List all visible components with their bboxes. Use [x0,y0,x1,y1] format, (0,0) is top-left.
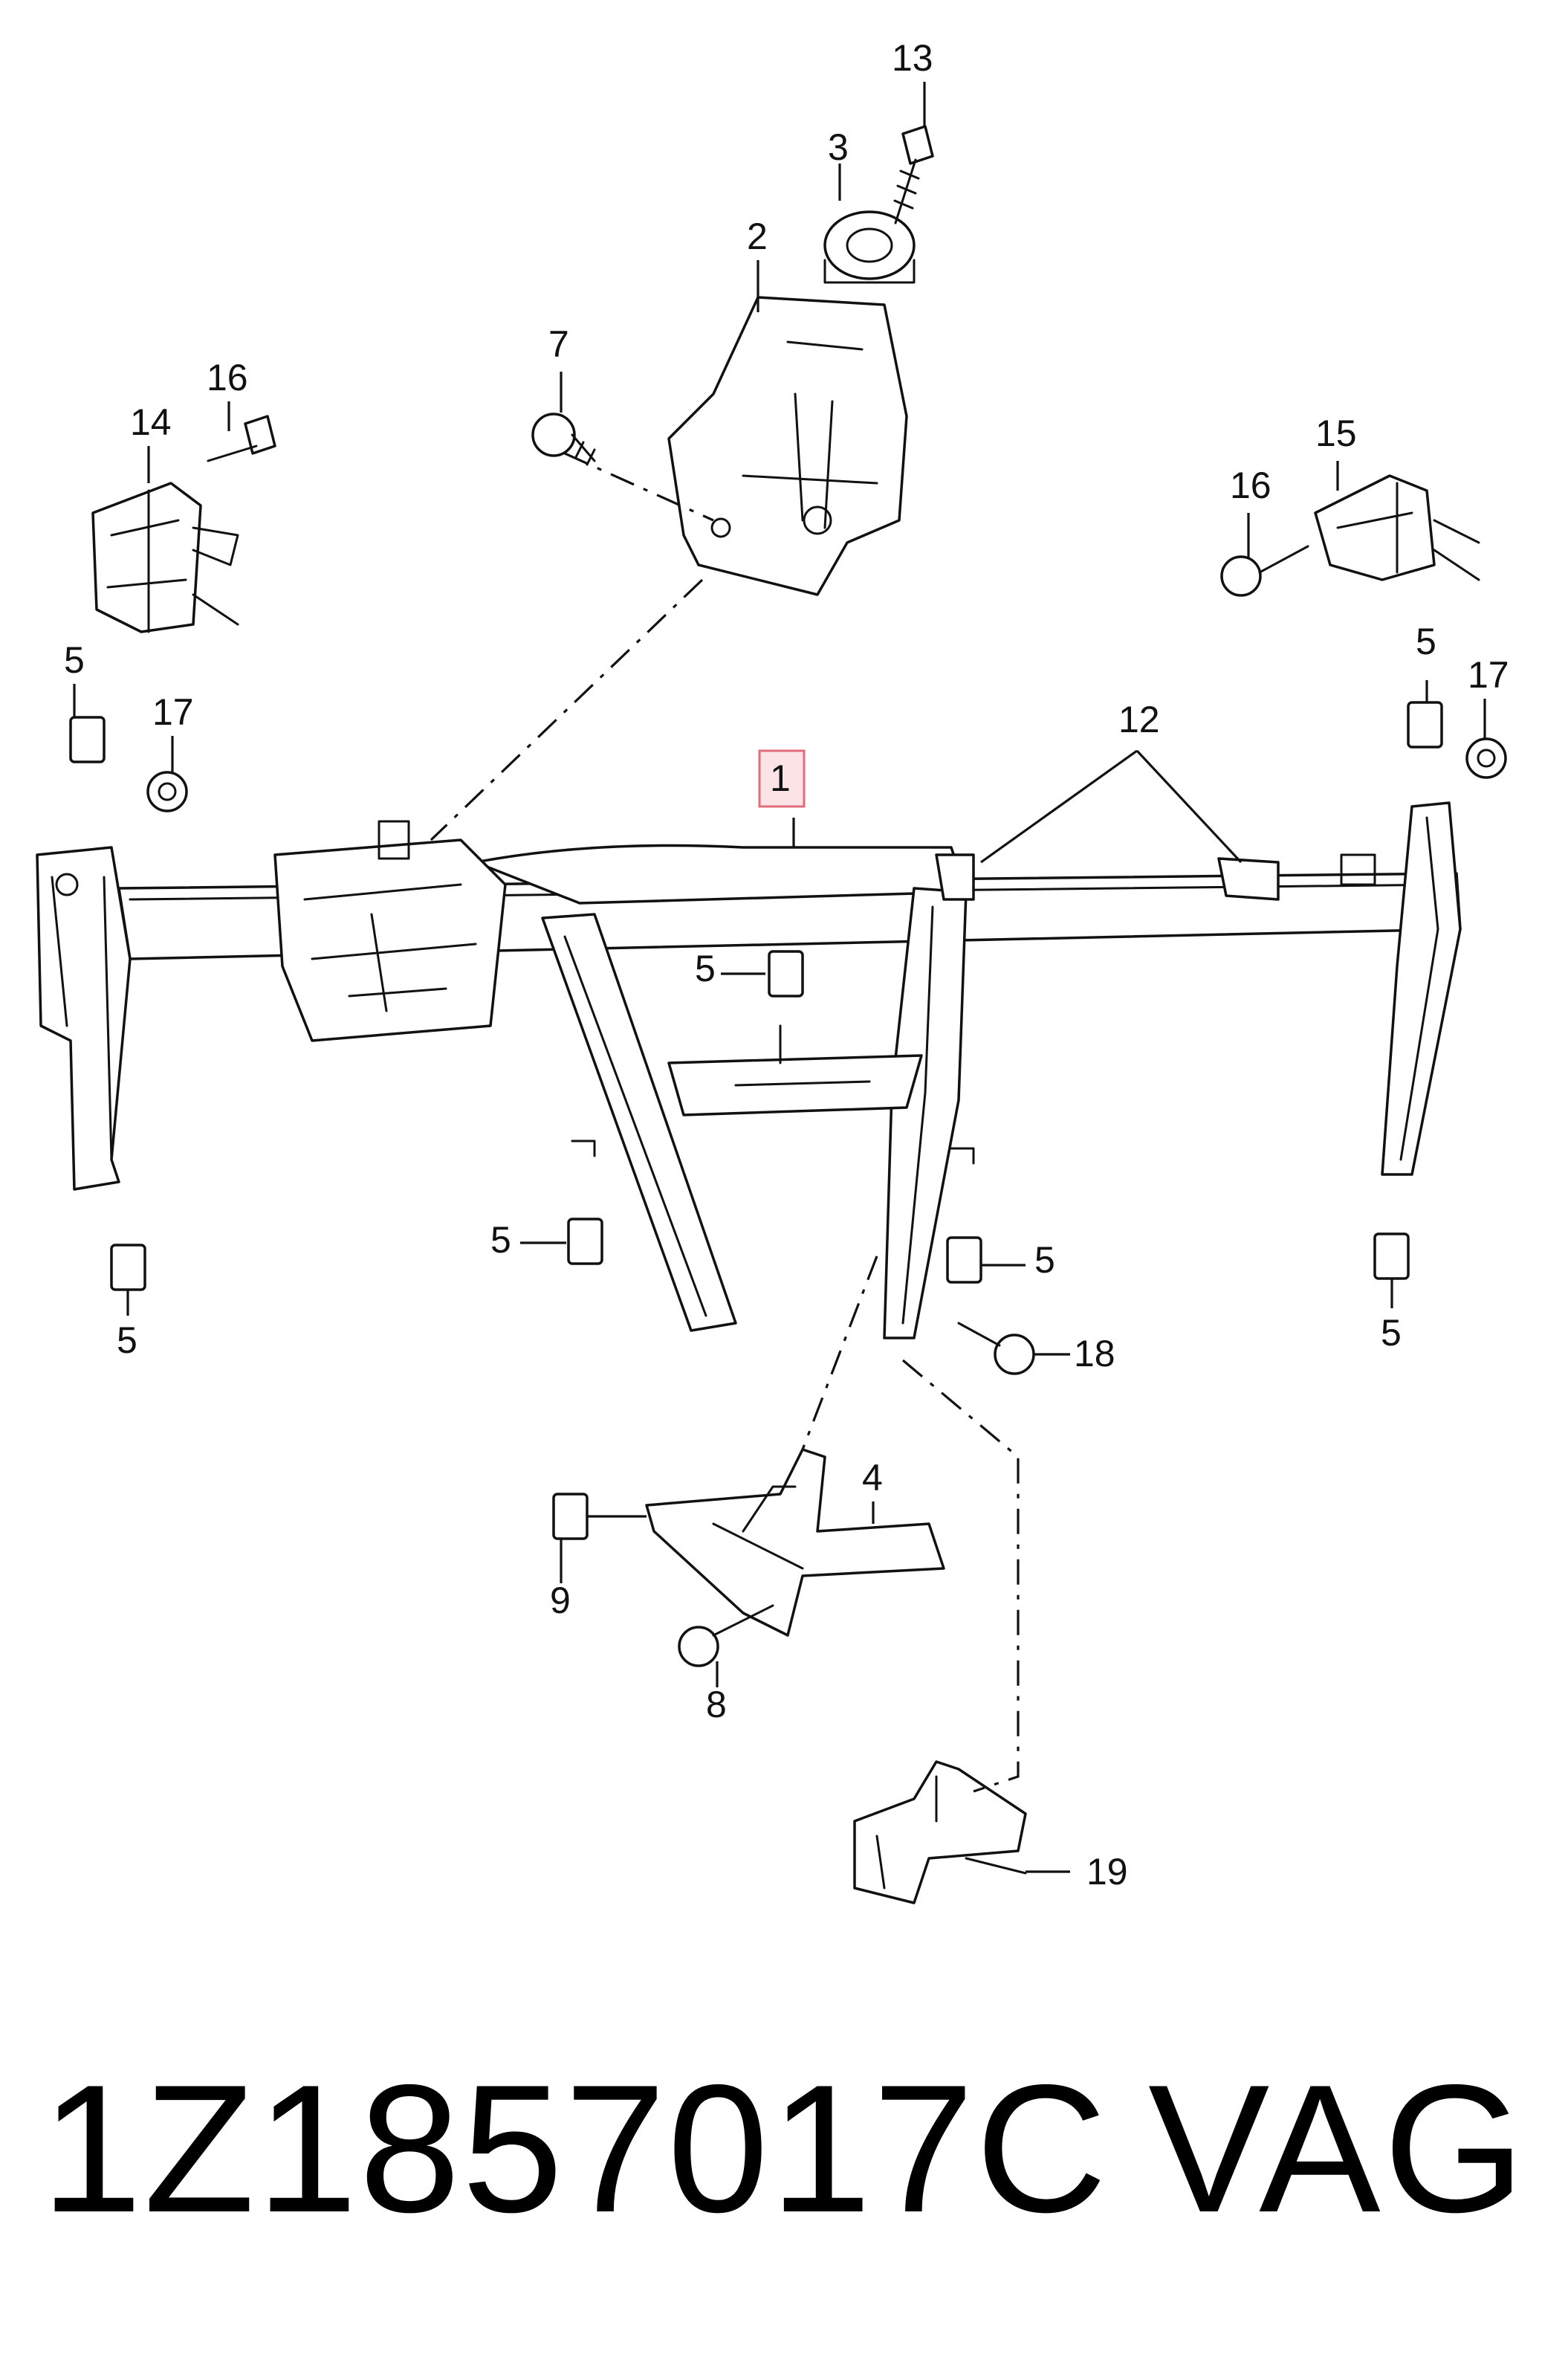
callout-17-left: 17 [152,691,194,733]
callout-8: 8 [706,1684,727,1725]
callout-14: 14 [130,401,172,443]
callout-16-left: 16 [207,357,248,398]
nut-17-left [146,771,188,812]
bolt-16-right [1220,545,1309,597]
bolt-7 [531,413,596,466]
callout-16-right: 16 [1230,465,1271,506]
grommet-3 [823,210,916,284]
bolt-16-left [207,415,276,462]
callout-1: 1 [770,757,791,799]
callout-17-right: 17 [1468,654,1509,696]
upper-bracket-2 [667,296,908,596]
clip-9 [552,1493,589,1540]
brand-name: VAG [1148,2046,1529,2250]
callout-9: 9 [550,1580,571,1621]
callout-18: 18 [1074,1333,1115,1374]
callout-2: 2 [747,216,768,257]
callout-12: 12 [1118,699,1160,740]
callout-5-left-leg: 5 [490,1219,511,1261]
nut-17-right [1465,737,1507,779]
bolt-13 [893,125,934,224]
callout-5-right-leg: 5 [1034,1239,1055,1281]
callout-4: 4 [862,1457,883,1499]
clip-nuts-5 [69,701,1443,1291]
callout-3: 3 [828,126,849,168]
bolt-8 [678,1604,774,1667]
callout-7: 7 [548,323,569,365]
callout-19: 19 [1086,1851,1128,1893]
callout-5-center: 5 [695,948,716,989]
callouts: 1 2 3 13 7 14 16 15 16 12 5 17 5 17 5 5 … [64,37,1509,1893]
callout-5-top-left: 5 [64,639,85,681]
lower-bracket-4 [645,1448,945,1637]
callout-13: 13 [892,37,933,79]
callout-5-bottom-right: 5 [1381,1312,1402,1354]
callout-5-bottom-left: 5 [117,1319,137,1361]
part-number: 1Z1857017C [41,2046,1109,2250]
mount-bracket-14 [91,482,239,633]
bolt-18 [957,1322,1035,1375]
callout-1-highlight [758,749,806,808]
bracket-19 [853,1760,1027,1904]
footer: 1Z1857017C VAG [41,2037,1535,2260]
callout-5-top-right: 5 [1416,621,1436,662]
callout-15: 15 [1315,413,1357,454]
mount-bracket-15 [1314,474,1480,581]
leader-lines [73,82,1486,1873]
cross-car-beam [36,801,1462,1339]
